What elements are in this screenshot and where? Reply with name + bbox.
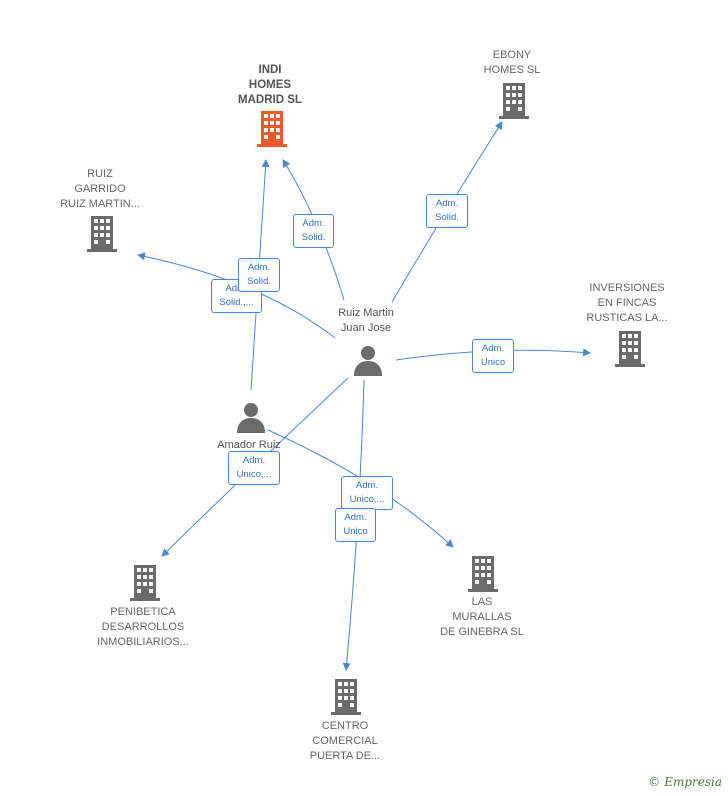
building-icon-ruiz-garrido[interactable] xyxy=(86,216,118,257)
node-label-centro[interactable]: CENTRO COMERCIAL PUERTA DE... xyxy=(309,720,381,762)
building-icon-inversiones[interactable] xyxy=(614,331,646,372)
edge-label-ruiz-ebony[interactable]: Adm. Solid. xyxy=(426,194,468,228)
node-label-inversiones[interactable]: INVERSIONES EN FINCAS RUSTICAS LA... xyxy=(586,282,668,324)
building-icon-ebony[interactable] xyxy=(498,83,530,124)
node-label-ebony[interactable]: EBONY HOMES SL xyxy=(483,49,541,76)
edge-label-ruiz-indi[interactable]: Adm. Solid. xyxy=(293,214,334,248)
building-icon-penibetica[interactable] xyxy=(129,565,161,606)
edge-label-ruiz-inversiones[interactable]: Adm. Unico xyxy=(472,339,514,373)
edge-label-amador-murallas[interactable]: Adm. Unico,... xyxy=(341,476,393,510)
node-label-penibetica[interactable]: PENIBETICA DESARROLLOS INMOBILIARIOS... xyxy=(97,606,189,648)
building-icon-centro[interactable] xyxy=(330,679,362,720)
edge-label-ruiz-penibetica[interactable]: Adm. Unico,... xyxy=(228,451,280,485)
node-label-ruiz-garrido[interactable]: RUIZ GARRIDO RUIZ MARTIN... xyxy=(60,168,140,210)
node-label-indi[interactable]: INDI HOMES MADRID SL xyxy=(238,64,302,106)
person-label-ruiz-martin[interactable]: Ruiz Martin Juan Jose xyxy=(338,307,394,334)
footer-brand: ©Empresia xyxy=(648,775,722,789)
edge-label-amador-indi[interactable]: Adm. Solid. xyxy=(238,258,280,292)
edge-label-ruiz-centro[interactable]: Adm. Unico xyxy=(335,508,376,542)
brand-logo-text: Empresia xyxy=(664,775,722,789)
person-icon-amador[interactable] xyxy=(236,401,266,438)
building-icon-murallas[interactable] xyxy=(467,556,499,597)
node-label-murallas[interactable]: LAS MURALLAS DE GINEBRA SL xyxy=(440,596,524,638)
copyright-symbol: © xyxy=(648,775,661,789)
person-icon-ruiz-martin[interactable] xyxy=(353,344,383,381)
building-icon-indi[interactable] xyxy=(256,111,288,152)
